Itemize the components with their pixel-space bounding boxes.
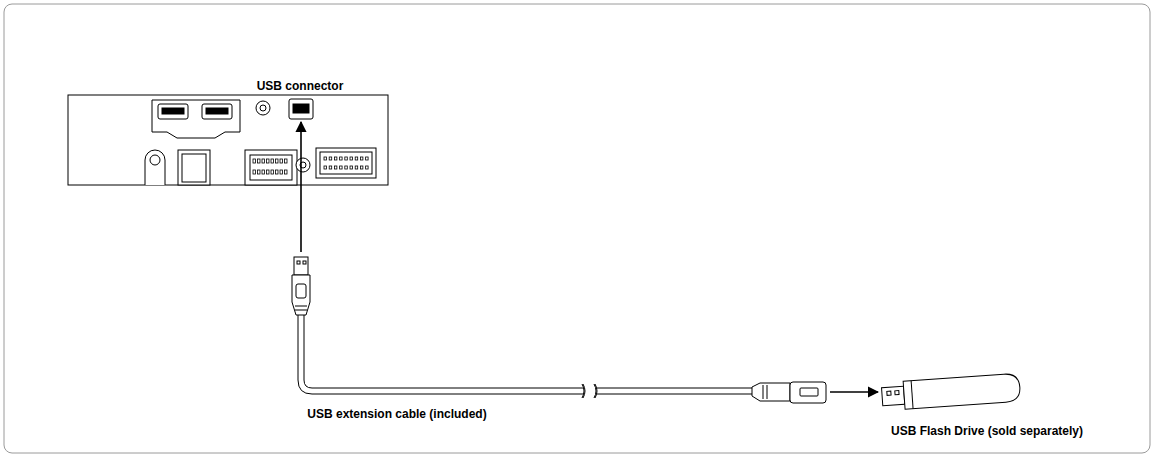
- usb-extension-cable: [298, 315, 752, 398]
- pin: [366, 166, 369, 169]
- pin: [262, 170, 265, 174]
- pin: [355, 166, 358, 169]
- part-label: USB Flash Drive (sold separately): [889, 424, 1085, 438]
- pin: [262, 159, 265, 163]
- pin: [329, 157, 332, 160]
- pin: [258, 159, 261, 163]
- pin: [350, 166, 353, 169]
- pin: [360, 166, 363, 169]
- pin: [271, 170, 274, 174]
- pin: [350, 157, 353, 160]
- insert-arrow: [830, 391, 878, 393]
- pin: [340, 157, 343, 160]
- pin: [258, 170, 261, 174]
- usb-socket-end: [752, 382, 826, 403]
- pin: [334, 166, 337, 169]
- pin: [276, 170, 279, 174]
- pin: [324, 157, 327, 160]
- pin: [280, 170, 283, 174]
- pin: [253, 170, 256, 174]
- pin: [285, 159, 288, 163]
- pin: [366, 157, 369, 160]
- frame: [4, 4, 1150, 453]
- usb-flash-drive: [881, 373, 1021, 411]
- pin: [276, 159, 279, 163]
- usb-plug: [292, 257, 310, 315]
- pin: [285, 170, 288, 174]
- part-label: USB extension cable (included): [305, 407, 488, 421]
- pin: [334, 157, 337, 160]
- pin: [345, 166, 348, 169]
- pin: [360, 157, 363, 160]
- insert-arrow: [300, 122, 302, 252]
- pin: [355, 157, 358, 160]
- pin: [324, 166, 327, 169]
- head-unit: [68, 95, 388, 185]
- pin: [345, 157, 348, 160]
- pin: [253, 159, 256, 163]
- pin: [340, 166, 343, 169]
- pin: [329, 166, 332, 169]
- pin: [267, 159, 270, 163]
- part-label: USB connector: [255, 79, 346, 93]
- pin: [271, 159, 274, 163]
- pin: [267, 170, 270, 174]
- pin: [280, 159, 283, 163]
